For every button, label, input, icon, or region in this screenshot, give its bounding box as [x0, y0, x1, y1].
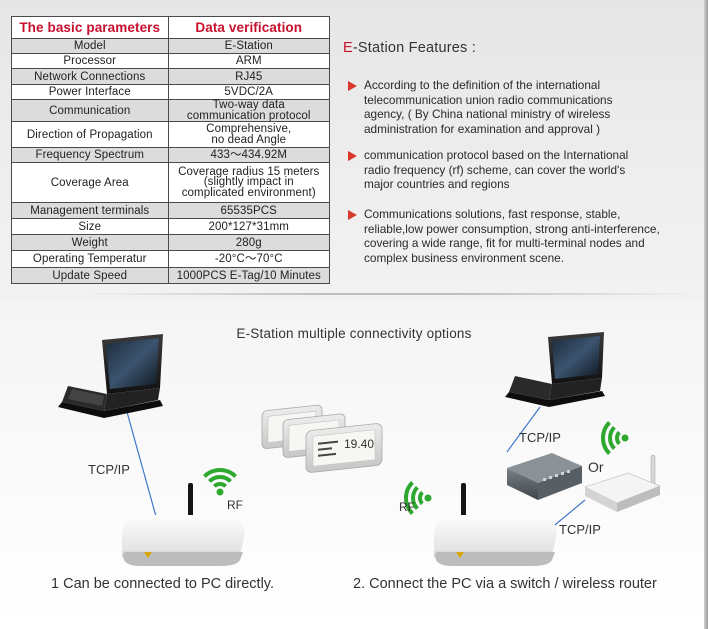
wifi-signal-icon — [203, 468, 237, 496]
table-row: Model E-Station — [11, 38, 330, 54]
center-rf-label: RF — [399, 500, 415, 514]
triangle-bullet-icon — [348, 210, 357, 220]
right-tcpip-bottom-label: TCP/IP — [559, 522, 601, 537]
row-label: Model — [11, 38, 169, 54]
table-row: Communication Two-way data communication… — [11, 99, 330, 122]
wireless-router-icon — [584, 454, 661, 512]
table-row: Frequency Spectrum 433～434.92M — [11, 147, 330, 163]
row-label: Size — [11, 218, 169, 235]
row-value: Coverage radius 15 meters (slightly impa… — [167, 162, 330, 203]
table-row: Size 200*127*31mm — [11, 218, 330, 235]
parameters-table: The basic parameters Data verification M… — [11, 16, 330, 284]
left-laptop-icon — [58, 334, 163, 418]
value-line: Two-way data — [212, 99, 285, 111]
row-value: 65535PCS — [167, 202, 330, 219]
feature-item: communication protocol based on the Inte… — [348, 148, 703, 192]
features-title-initial: E — [343, 40, 353, 56]
feature-text: communication protocol based on the Inte… — [364, 148, 629, 192]
connectivity-title: E-Station multiple connectivity options — [236, 326, 472, 341]
row-label: Frequency Spectrum — [11, 147, 169, 163]
left-rf-label: RF — [227, 498, 243, 512]
table-header-parameters: The basic parameters — [11, 16, 169, 39]
e-ink-tags-icon — [261, 404, 383, 473]
or-label: Or — [588, 459, 604, 475]
feature-text: According to the definition of the inter… — [364, 78, 613, 136]
table-header-data: Data verification — [167, 16, 330, 39]
feature-item: Communications solutions, fast response,… — [348, 207, 703, 265]
tag-reading: 19.40 — [344, 437, 374, 451]
section-divider — [80, 293, 700, 295]
row-value: RJ45 — [167, 68, 330, 85]
table-row: Update Speed 1000PCS E-Tag/10 Minutes — [11, 267, 330, 284]
row-label: Power Interface — [11, 84, 169, 100]
features-title-rest: -Station Features : — [352, 40, 476, 56]
table-row: Processor ARM — [11, 53, 330, 69]
row-value: Comprehensive, no dead Angle — [167, 121, 330, 148]
value-line: (slightly impact in — [203, 176, 294, 189]
value-line: communication protocol — [186, 109, 311, 122]
row-value: E-Station — [167, 38, 330, 54]
table-row: Coverage Area Coverage radius 15 meters … — [11, 162, 330, 203]
value-line: no dead Angle — [211, 133, 287, 146]
table-row: Weight 280g — [11, 234, 330, 251]
table-row: Operating Temperatur -20°C～70°C — [11, 250, 330, 268]
row-value: Two-way data communication protocol — [167, 99, 330, 122]
feature-text: Communications solutions, fast response,… — [364, 207, 660, 265]
network-switch-icon — [507, 453, 582, 500]
value-line: Coverage radius 15 meters — [178, 165, 320, 178]
triangle-bullet-icon — [348, 151, 357, 161]
right-router-icon — [434, 483, 557, 566]
row-label: Communication — [11, 99, 169, 122]
row-value: -20°C～70°C — [167, 250, 330, 268]
table-row: Power Interface 5VDC/2A — [11, 84, 330, 100]
right-tcpip-top-label: TCP/IP — [519, 430, 561, 445]
value-line: Comprehensive, — [206, 123, 292, 135]
table-row: Management terminals 65535PCS — [11, 202, 330, 219]
wifi-signal-icon — [404, 481, 432, 515]
wifi-signal-icon — [601, 421, 629, 455]
left-tcpip-label: TCP/IP — [88, 462, 130, 477]
row-label: Management terminals — [11, 202, 169, 219]
caption-direct-pc: 1 Can be connected to PC directly. — [51, 576, 274, 592]
row-value: 1000PCS E-Tag/10 Minutes — [167, 267, 330, 284]
row-value: 280g — [167, 234, 330, 251]
left-link-line — [121, 393, 158, 521]
row-label: Weight — [11, 234, 169, 251]
row-label: Coverage Area — [11, 162, 169, 203]
row-label: Update Speed — [11, 267, 169, 284]
feature-item: According to the definition of the inter… — [348, 78, 703, 136]
features-title: E-Station Features : — [343, 40, 476, 56]
row-label: Network Connections — [11, 68, 169, 85]
right-top-link-line — [506, 406, 541, 453]
page-edge-shadow — [704, 0, 708, 629]
row-value: 433～434.92M — [167, 147, 330, 163]
row-label: Processor — [11, 53, 169, 69]
right-laptop-icon — [505, 332, 605, 407]
row-value: 200*127*31mm — [167, 218, 330, 235]
caption-switch-router: 2. Connect the PC via a switch / wireles… — [353, 576, 657, 592]
triangle-bullet-icon — [348, 81, 357, 91]
left-router-icon — [122, 483, 245, 566]
table-row: Network Connections RJ45 — [11, 68, 330, 85]
value-line: complicated environment) — [181, 186, 316, 199]
